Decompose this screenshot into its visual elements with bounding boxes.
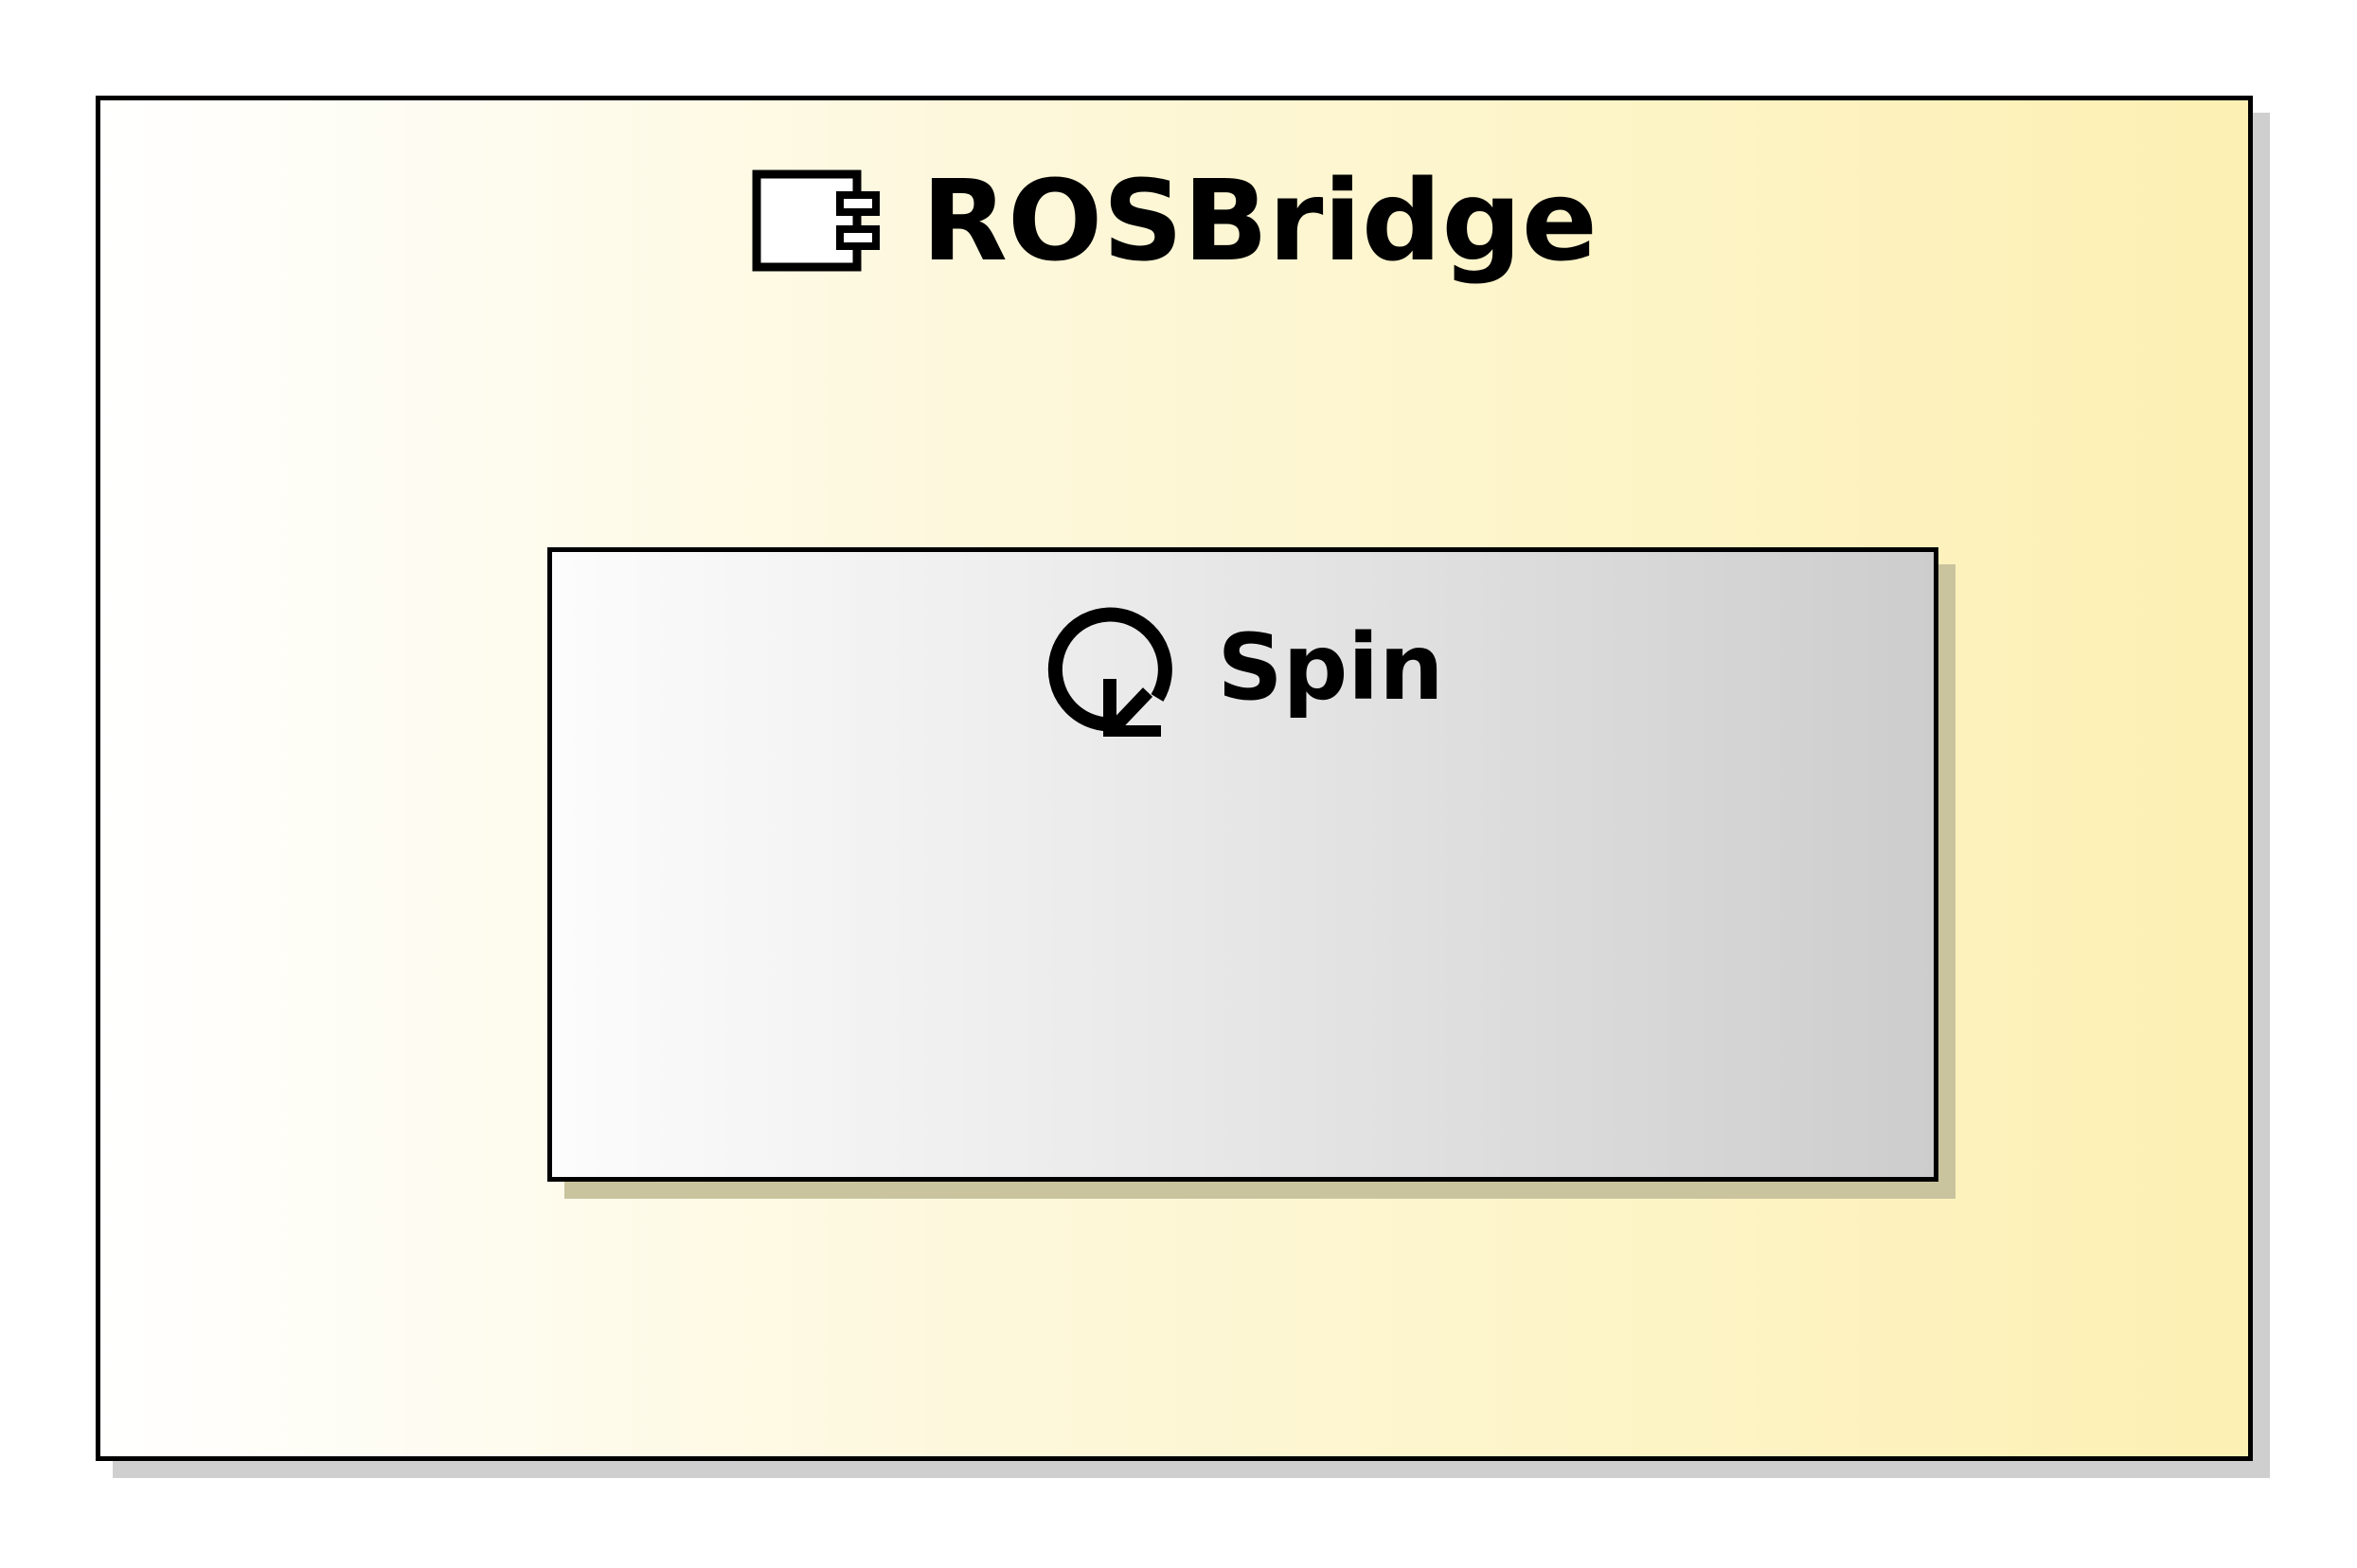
activity-title: Spin — [1217, 615, 1444, 721]
component-icon — [752, 169, 881, 272]
component-header: ROSBridge — [100, 159, 2248, 282]
activity-header: Spin — [552, 601, 1934, 737]
loop-arrow-icon — [1048, 607, 1173, 737]
component-title: ROSBridge — [921, 155, 1598, 286]
component-rosbridge[interactable]: ROSBridge Spin — [96, 96, 2253, 1461]
activity-spin[interactable]: Spin — [547, 547, 1938, 1182]
